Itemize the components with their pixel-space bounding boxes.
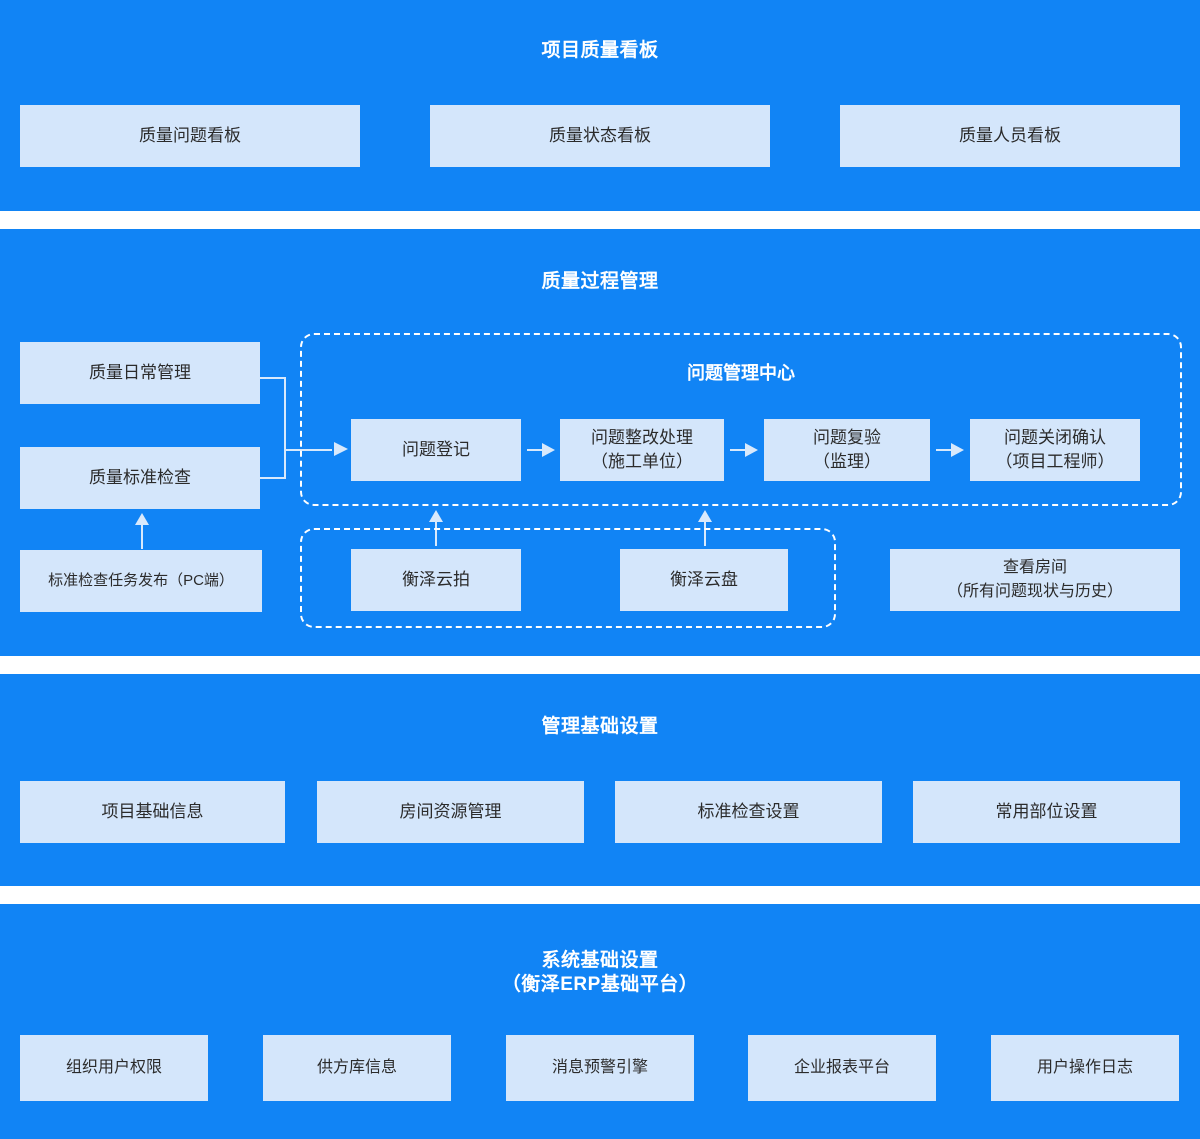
section-process: 质量过程管理 质量日常管理 质量标准检查 标准检查任务发布（PC端） 问题管理中… [0, 229, 1200, 656]
tile-issue-rectification-line1: 问题整改处理 [591, 428, 693, 447]
arrow-right-recheck-to-close [936, 443, 964, 457]
connector-daily-management-stub [260, 377, 286, 379]
tile-issue-rectification[interactable]: 问题整改处理 （施工单位） [560, 419, 724, 481]
tile-issue-rectification-line2: （施工单位） [591, 452, 693, 471]
arrow-up-task-publish-to-standard-inspection [135, 513, 149, 549]
arrow-up-cloud-photo-to-issue-center [429, 510, 443, 546]
section-management-title: 管理基础设置 [541, 716, 659, 737]
tile-quality-standard-inspection[interactable]: 质量标准检查 [20, 447, 260, 509]
section-process-title: 质量过程管理 [541, 271, 659, 292]
issue-management-center-container: 问题管理中心 [300, 333, 1182, 506]
section-system-title-line1: 系统基础设置 [541, 950, 659, 971]
section-kanban: 项目质量看板 质量问题看板 质量状态看板 质量人员看板 [0, 0, 1200, 211]
tile-hengze-cloud-disk[interactable]: 衡泽云盘 [620, 549, 788, 611]
issue-management-center-title: 问题管理中心 [687, 363, 795, 383]
tile-message-alert-engine[interactable]: 消息预警引擎 [506, 1035, 694, 1101]
tile-room-resource-management[interactable]: 房间资源管理 [317, 781, 584, 843]
section-kanban-title: 项目质量看板 [541, 40, 659, 61]
cloud-tools-container [300, 528, 836, 628]
arrow-right-register-to-rectify [527, 443, 555, 457]
tile-quality-status-kanban[interactable]: 质量状态看板 [430, 105, 770, 167]
section-system-title-line2: （衡泽ERP基础平台） [501, 974, 699, 995]
tile-enterprise-report-platform[interactable]: 企业报表平台 [748, 1035, 936, 1101]
connector-standard-inspection-stub [260, 477, 286, 479]
tile-issue-recheck-line2: （监理） [813, 452, 881, 471]
connector-bracket-to-issue-register [284, 449, 332, 451]
tile-quality-personnel-kanban[interactable]: 质量人员看板 [840, 105, 1180, 167]
connector-bracket-vertical [284, 377, 286, 479]
tile-quality-daily-management[interactable]: 质量日常管理 [20, 342, 260, 404]
tile-issue-recheck[interactable]: 问题复验 （监理） [764, 419, 930, 481]
tile-view-room[interactable]: 查看房间 （所有问题现状与历史） [890, 549, 1180, 611]
tile-user-operation-log[interactable]: 用户操作日志 [991, 1035, 1179, 1101]
tile-hengze-cloud-photo[interactable]: 衡泽云拍 [351, 549, 521, 611]
section-system: 系统基础设置 （衡泽ERP基础平台） 组织用户权限 供方库信息 消息预警引擎 企… [0, 904, 1200, 1139]
tile-standard-inspection-settings[interactable]: 标准检查设置 [615, 781, 882, 843]
arrow-right-into-issue-register [334, 442, 348, 456]
tile-org-user-permissions[interactable]: 组织用户权限 [20, 1035, 208, 1101]
arrow-up-cloud-disk-to-issue-center [698, 510, 712, 546]
tile-issue-close-confirm-line1: 问题关闭确认 [1004, 428, 1106, 447]
tile-project-basic-info[interactable]: 项目基础信息 [20, 781, 285, 843]
tile-issue-close-confirm[interactable]: 问题关闭确认 （项目工程师） [970, 419, 1140, 481]
tile-view-room-line2: （所有问题现状与历史） [946, 583, 1123, 600]
tile-issue-close-confirm-line2: （项目工程师） [995, 452, 1115, 471]
tile-common-location-settings[interactable]: 常用部位设置 [913, 781, 1180, 843]
tile-view-room-line1: 查看房间 [1002, 559, 1067, 576]
tile-issue-register[interactable]: 问题登记 [351, 419, 521, 481]
tile-standard-inspection-task-publish[interactable]: 标准检查任务发布（PC端） [20, 550, 262, 612]
tile-issue-recheck-line1: 问题复验 [813, 428, 881, 447]
section-management: 管理基础设置 项目基础信息 房间资源管理 标准检查设置 常用部位设置 [0, 674, 1200, 886]
tile-supplier-library-info[interactable]: 供方库信息 [263, 1035, 451, 1101]
tile-quality-issue-kanban[interactable]: 质量问题看板 [20, 105, 360, 167]
arrow-right-rectify-to-recheck [730, 443, 758, 457]
